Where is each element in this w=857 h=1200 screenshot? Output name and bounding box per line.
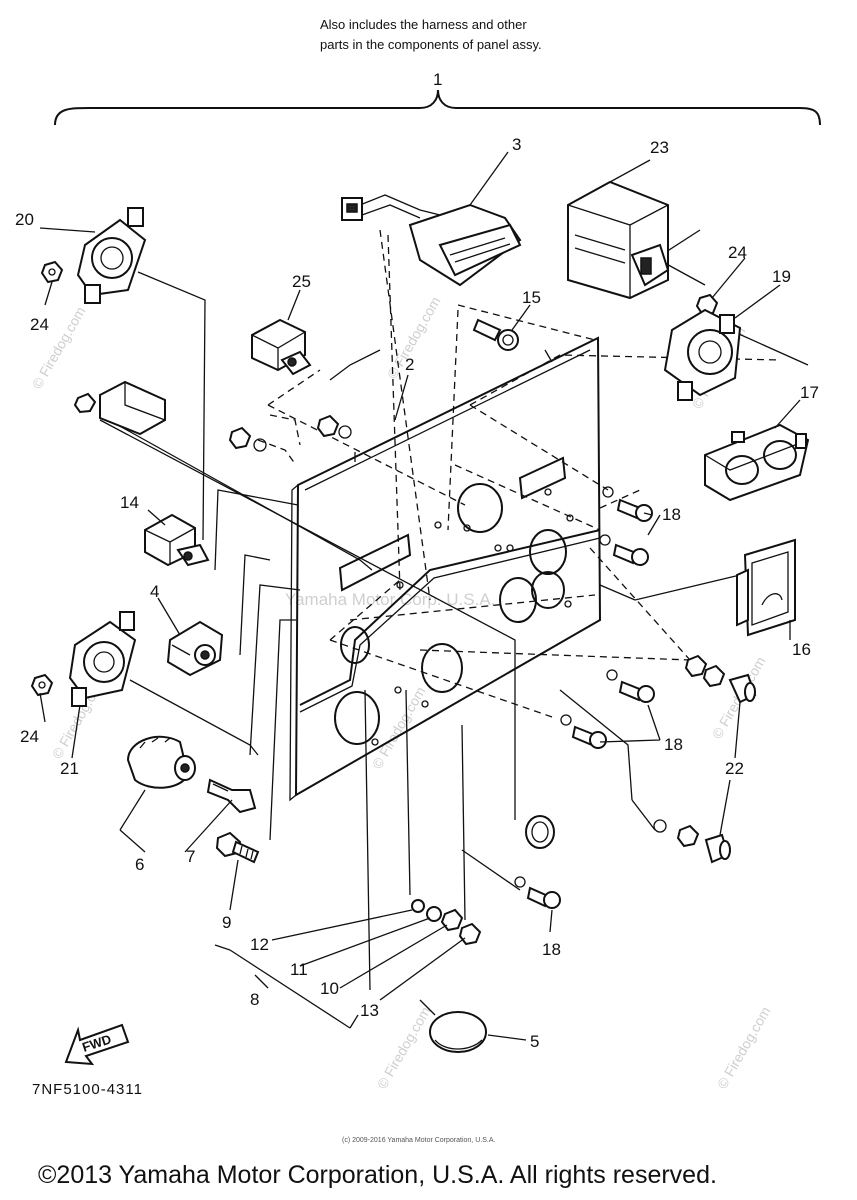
callout-11: 11 bbox=[290, 960, 308, 979]
grommet bbox=[525, 815, 555, 849]
callout-24: 24 bbox=[30, 315, 49, 334]
copyright-notice: ©2013 Yamaha Motor Corporation, U.S.A. A… bbox=[38, 1161, 717, 1189]
part-7-key bbox=[206, 778, 257, 814]
callout-6: 6 bbox=[135, 855, 144, 874]
watermark-firedog: © Firedog.com bbox=[714, 1004, 774, 1092]
callout-leaders bbox=[39, 151, 801, 1041]
wire-bracket bbox=[73, 380, 166, 436]
callout-8: 8 bbox=[250, 990, 259, 1009]
callout-14: 14 bbox=[120, 493, 139, 512]
part-14-switch bbox=[144, 513, 210, 567]
callout-2: 2 bbox=[405, 355, 414, 374]
callout-24: 24 bbox=[20, 727, 39, 746]
header-note-line1: Also includes the harness and other bbox=[320, 17, 527, 32]
small-copyright: (c) 2009-2016 Yamaha Motor Corporation, … bbox=[342, 1137, 495, 1144]
callout-1: 1 bbox=[433, 70, 442, 89]
harness-wires bbox=[99, 229, 809, 991]
diagram-code: 7NF5100-4311 bbox=[32, 1081, 143, 1098]
panel-assy-brace bbox=[54, 89, 821, 126]
nuts-and-washers bbox=[228, 414, 726, 848]
fwd-label: FWD bbox=[80, 1031, 113, 1054]
part-9-bolt bbox=[215, 831, 260, 864]
callout-21: 21 bbox=[60, 759, 79, 778]
callout-7: 7 bbox=[186, 847, 195, 866]
part-22-pilot-lamp bbox=[704, 673, 757, 864]
callout-13: 13 bbox=[360, 1001, 379, 1020]
callout-23: 23 bbox=[650, 138, 669, 157]
control-panel bbox=[289, 336, 602, 802]
part-19-outlet bbox=[663, 308, 742, 401]
part-6-main-switch bbox=[126, 735, 196, 789]
part-23-control-unit bbox=[567, 180, 670, 300]
part-15-bolt bbox=[472, 318, 519, 351]
parts-10-12-washers bbox=[411, 899, 482, 946]
part-17-receptacle bbox=[704, 423, 810, 502]
part-18-screw-group bbox=[599, 486, 653, 566]
callout-18: 18 bbox=[542, 940, 561, 959]
callout-12: 12 bbox=[250, 935, 269, 954]
callout-25: 25 bbox=[292, 272, 311, 291]
callout-3: 3 bbox=[512, 135, 521, 154]
part-21-outlet bbox=[68, 611, 137, 707]
part-5-cap bbox=[429, 1011, 487, 1053]
watermark-center: Yamaha Motor Corp. U.S.A. bbox=[285, 590, 495, 609]
callout-18: 18 bbox=[662, 505, 681, 524]
part-18-screw-group bbox=[514, 876, 561, 909]
callout-20: 20 bbox=[15, 210, 34, 229]
part-18-screw-group bbox=[560, 669, 655, 749]
callout-9: 9 bbox=[222, 913, 231, 932]
part-24-nut bbox=[30, 673, 54, 697]
callout-15: 15 bbox=[522, 288, 541, 307]
callout-17: 17 bbox=[800, 383, 819, 402]
part-4-breaker bbox=[166, 620, 224, 677]
part-25-switch bbox=[251, 318, 312, 376]
fwd-arrow-icon: FWD bbox=[64, 1023, 130, 1066]
callout-4: 4 bbox=[150, 582, 159, 601]
part-16-meter bbox=[736, 538, 796, 637]
callout-10: 10 bbox=[320, 979, 339, 998]
part-3-harness-meter bbox=[341, 194, 522, 287]
part-20-outlet bbox=[76, 207, 147, 304]
callout-16: 16 bbox=[792, 640, 811, 659]
part-24-nut bbox=[40, 260, 64, 284]
watermark-firedog: © Firedog.com bbox=[374, 1004, 434, 1092]
callout-24: 24 bbox=[728, 243, 747, 262]
callout-18: 18 bbox=[664, 735, 683, 754]
callout-19: 19 bbox=[772, 267, 791, 286]
dashed-assembly-lines bbox=[257, 229, 781, 719]
callout-22: 22 bbox=[725, 759, 744, 778]
callout-5: 5 bbox=[530, 1032, 539, 1051]
header-note-line2: parts in the components of panel assy. bbox=[320, 37, 542, 52]
